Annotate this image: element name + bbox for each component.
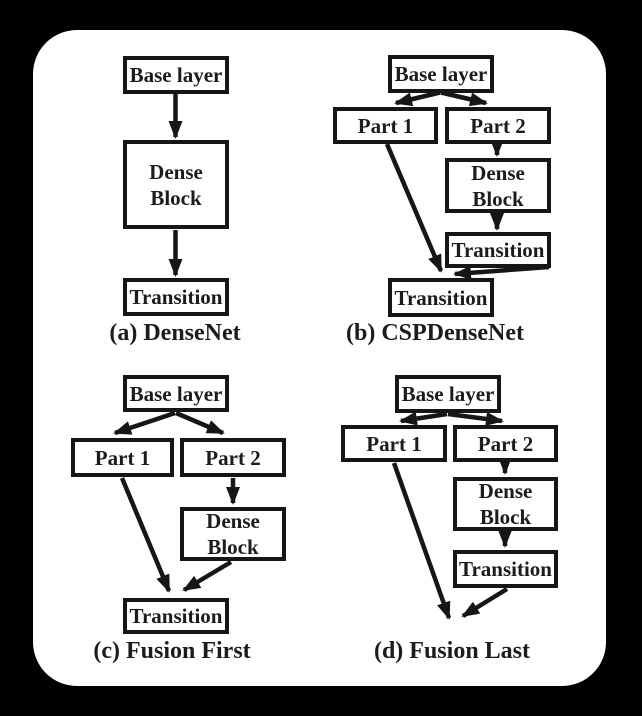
caption-cspdensenet: (b) CSPDenseNet <box>346 320 524 346</box>
node-b-part2: Part 2 <box>445 107 551 144</box>
node-a-transition: Transition <box>123 278 229 316</box>
node-b-transition2: Transition <box>388 278 494 317</box>
node-a-dense-block: Dense Block <box>123 140 229 229</box>
node-d-part2: Part 2 <box>453 425 558 462</box>
node-d-part1: Part 1 <box>341 425 447 462</box>
caption-densenet: (a) DenseNet <box>109 320 241 346</box>
node-b-dense-block: Dense Block <box>445 158 551 213</box>
node-c-base-layer: Base layer <box>123 375 229 412</box>
node-c-part1: Part 1 <box>71 438 174 477</box>
caption-fusion-last: (d) Fusion Last <box>373 638 531 664</box>
node-a-base-layer: Base layer <box>123 56 229 94</box>
node-d-transition: Transition <box>453 550 558 588</box>
node-c-dense-block: Dense Block <box>180 507 286 561</box>
caption-fusion-first: (c) Fusion First <box>93 638 251 664</box>
node-c-transition: Transition <box>123 598 229 634</box>
node-b-base-layer: Base layer <box>388 55 494 93</box>
node-b-transition1: Transition <box>445 232 551 268</box>
node-c-part2: Part 2 <box>180 438 286 477</box>
node-d-base-layer: Base layer <box>395 375 501 413</box>
node-d-dense-block: Dense Block <box>453 477 558 531</box>
node-b-part1: Part 1 <box>333 107 438 144</box>
